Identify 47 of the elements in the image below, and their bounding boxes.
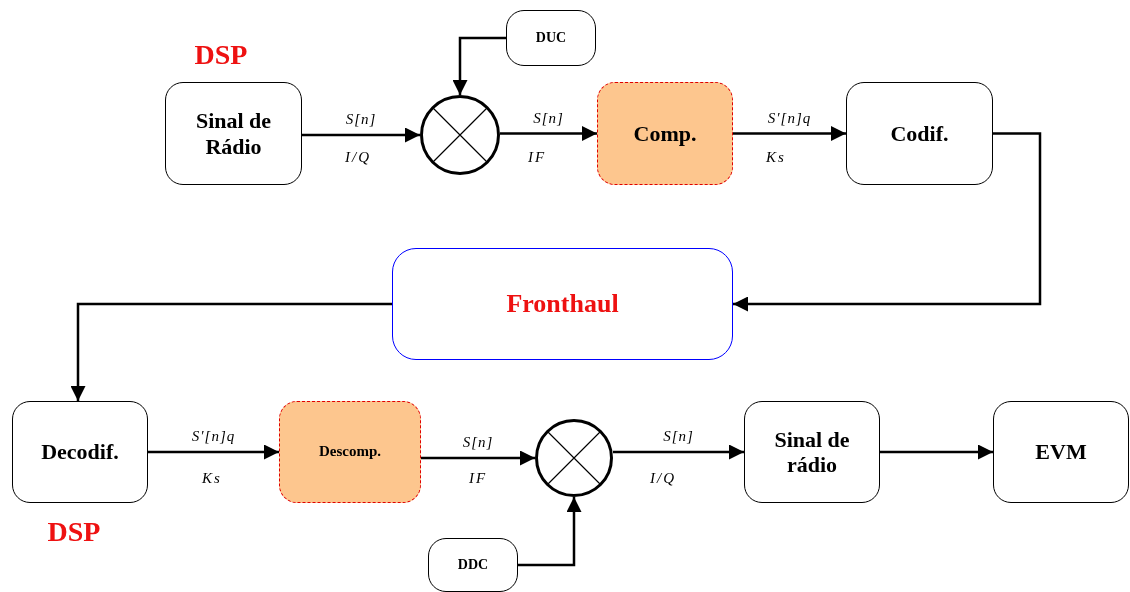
edge-label: S′[n]q [191, 428, 236, 445]
process-box [993, 401, 1129, 503]
box-label: Comp. [633, 120, 697, 147]
process-box [392, 248, 733, 360]
process-box [846, 82, 993, 185]
box-label: DUC [535, 29, 567, 47]
process-box [428, 538, 518, 592]
box-label: Fronthaul [506, 289, 619, 319]
box-label: Descomp. [318, 443, 382, 461]
edge-label: S′[n]q [767, 109, 812, 127]
edge-label: S[n] [345, 111, 377, 128]
arrow [70, 302, 392, 401]
signal-label: IF [468, 469, 488, 487]
edge-label: S[n] [663, 428, 694, 445]
arrow [613, 444, 744, 460]
process-box [12, 401, 148, 503]
process-box [506, 10, 596, 66]
edge-label: S[n] [533, 109, 564, 127]
section-title: DSP [194, 39, 248, 71]
box-label: Codif. [890, 120, 949, 147]
process-box [279, 401, 421, 503]
box-label: EVM [1035, 439, 1087, 465]
section-title: DSP [47, 516, 101, 548]
arrow [518, 497, 582, 567]
box-label: Decodif. [41, 439, 119, 465]
signal-label: I/Q [345, 148, 371, 166]
mixer-circle [420, 95, 500, 175]
signal-label: IF [527, 148, 547, 166]
process-box [744, 401, 880, 503]
box-label: DDC [457, 556, 489, 574]
box-label: Sinal de rádio [773, 426, 851, 478]
process-box [597, 82, 733, 185]
signal-label: I/Q [650, 469, 676, 487]
arrow [880, 444, 993, 460]
arrow [421, 450, 535, 466]
process-box [165, 82, 302, 185]
arrow [452, 36, 506, 95]
signal-label: Ks [202, 469, 222, 487]
arrow [500, 126, 597, 141]
signal-label: Ks [766, 148, 786, 166]
box-label: Sinal de Rádio [194, 108, 273, 159]
arrow [302, 127, 420, 143]
mixer-circle [535, 419, 613, 497]
arrow [148, 444, 279, 460]
arrow [733, 126, 846, 141]
edge-label: S[n] [462, 434, 494, 451]
arrow [733, 132, 1042, 312]
